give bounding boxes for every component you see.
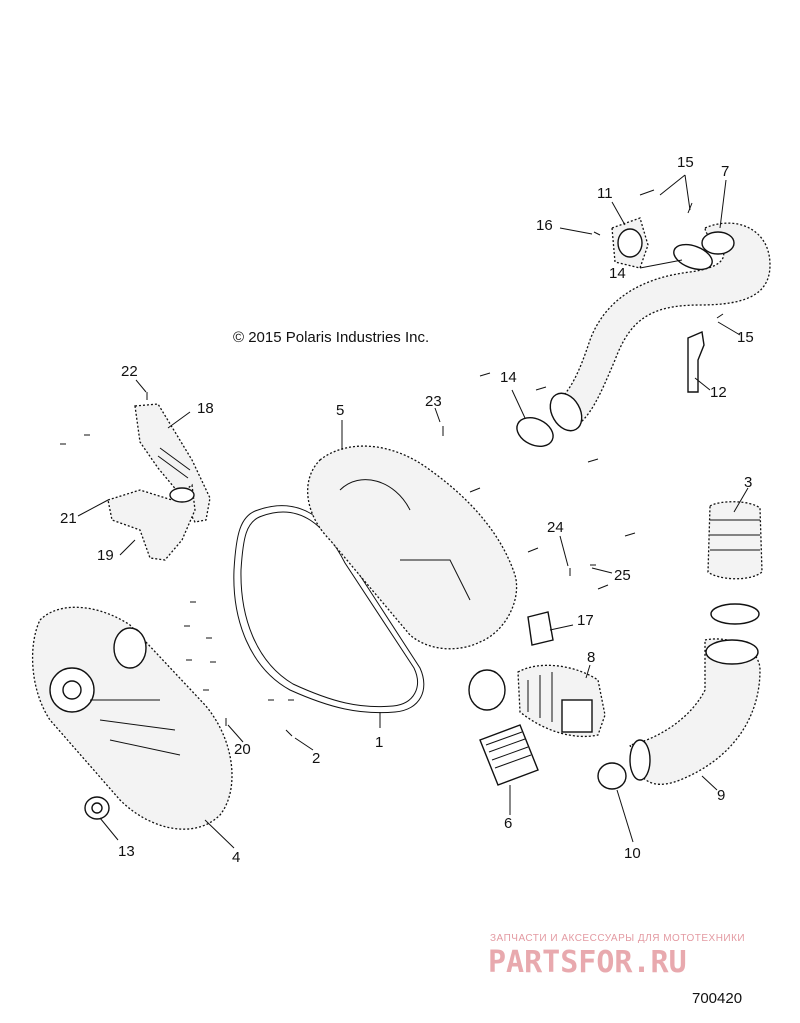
callout-6: 6 (504, 815, 512, 832)
callout-4: 4 (232, 849, 240, 866)
callout-13: 13 (118, 843, 135, 860)
callout-12: 12 (710, 384, 727, 401)
callout-23: 23 (425, 393, 442, 410)
watermark-logo: PARTSFOR.RU (488, 945, 687, 980)
callout-17: 17 (577, 612, 594, 629)
callout-10: 10 (624, 845, 641, 862)
callout-18: 18 (197, 400, 214, 417)
callout-5: 5 (336, 402, 344, 419)
callout-1: 1 (375, 734, 383, 751)
part-14-clamp-upper (673, 243, 713, 271)
copyright-text: © 2015 Polaris Industries Inc. (233, 329, 429, 346)
callout-11: 11 (597, 185, 613, 202)
callout-21: 21 (60, 510, 77, 527)
callout-2: 2 (312, 750, 320, 767)
document-number: 700420 (692, 990, 742, 1007)
callout-3: 3 (744, 474, 752, 491)
part-12-bracket (687, 331, 705, 393)
callout-16: 16 (536, 217, 553, 234)
part-6-filter (479, 724, 539, 786)
callout-7: 7 (721, 163, 729, 180)
part-17-gasket (527, 611, 554, 646)
part-14-clamp-lower (516, 417, 554, 447)
part-8-clamp (468, 669, 506, 711)
leader-lines (77, 174, 749, 849)
callout-9: 9 (717, 787, 725, 804)
part-7-duct-tube (549, 222, 771, 432)
part-3-filter-element (707, 501, 763, 625)
part-10-clamp (597, 762, 627, 790)
watermark: ЗАПЧАСТИ И АКСЕССУАРЫ ДЛЯ МОТОТЕХНИКИ PA… (488, 933, 745, 980)
bolts (60, 189, 724, 737)
part-9-hose (629, 638, 761, 785)
part-4-inner-cover (32, 606, 233, 830)
part-5-outer-cover (307, 445, 518, 650)
part-13-washer (84, 796, 110, 820)
callout-19: 19 (97, 547, 114, 564)
callout-20: 20 (234, 741, 251, 758)
callout-8: 8 (587, 649, 595, 666)
callout-14-upper: 14 (609, 265, 626, 282)
part-8-intake (517, 664, 606, 738)
callout-24: 24 (547, 519, 564, 536)
callout-25: 25 (614, 567, 631, 584)
part-19-duct-elbow (107, 483, 196, 561)
watermark-tagline: ЗАПЧАСТИ И АКСЕССУАРЫ ДЛЯ МОТОТЕХНИКИ (490, 933, 745, 944)
callout-15-lower: 15 (737, 329, 754, 346)
callout-15-upper: 15 (677, 154, 694, 171)
callout-22: 22 (121, 363, 138, 380)
callout-14-lower: 14 (500, 369, 517, 386)
part-11-flange (611, 217, 649, 269)
